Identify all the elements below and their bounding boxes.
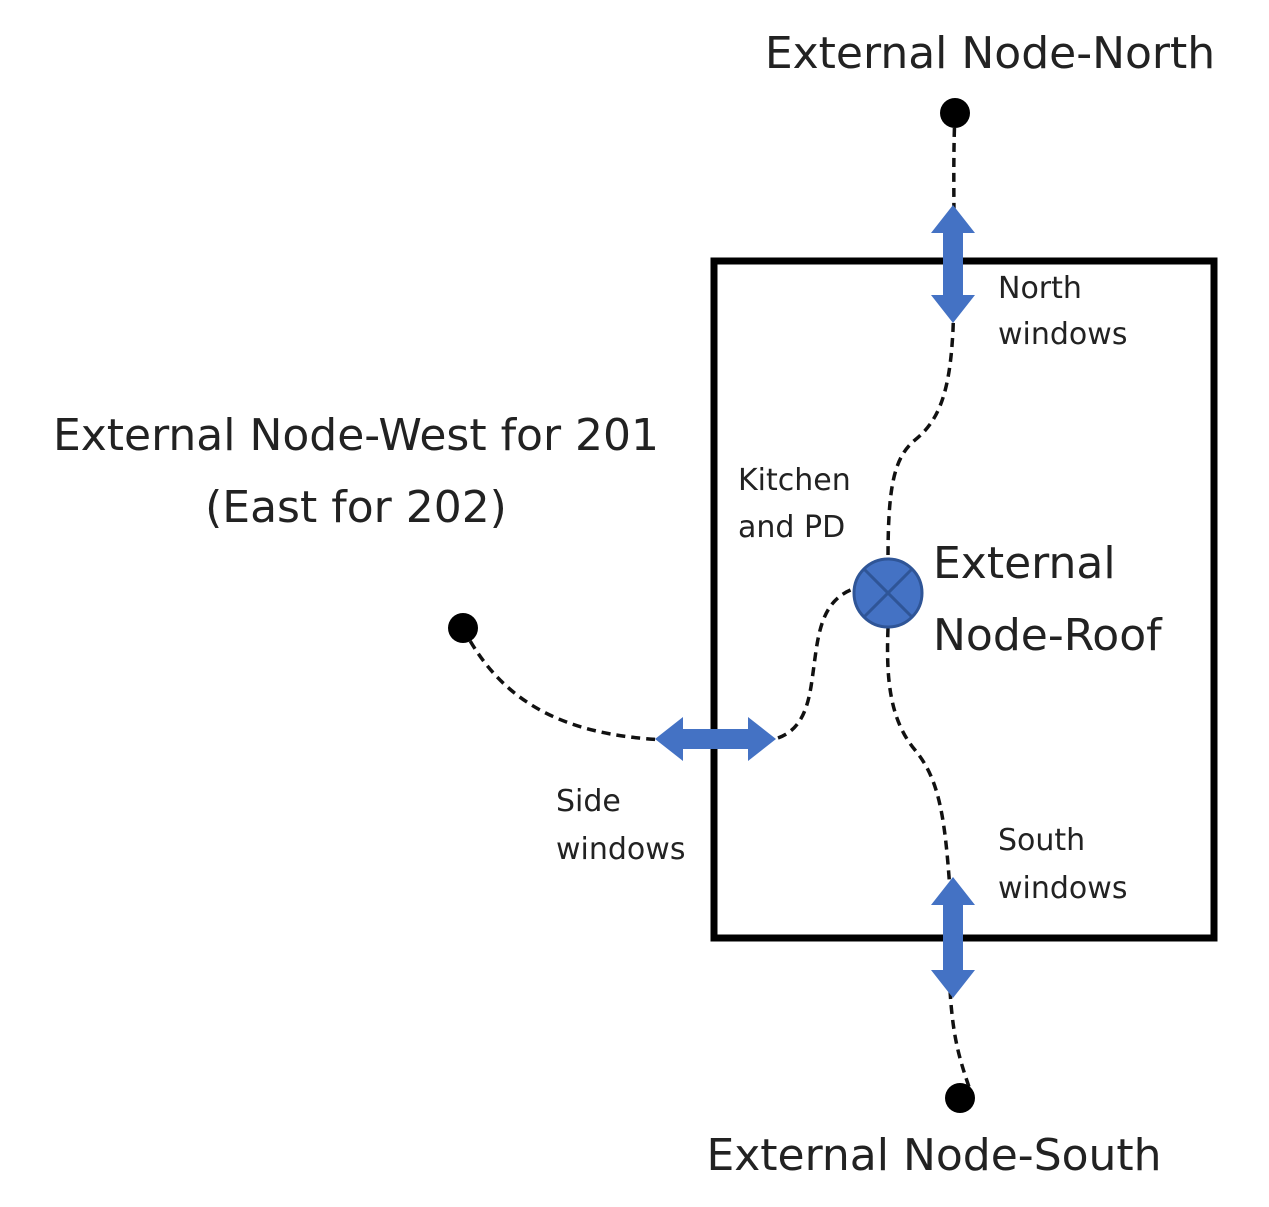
- north-windows-sublabel: windows: [998, 317, 1127, 352]
- building-outline: [710, 257, 1218, 942]
- south-windows-sublabel: windows: [998, 871, 1127, 906]
- north-windows-label: North: [998, 271, 1082, 306]
- west-inner-connection-line: [777, 586, 857, 740]
- west-connection-line: [461, 627, 666, 742]
- external-node-north-dot: [940, 98, 970, 128]
- kitchen-sublabel: and PD: [738, 510, 845, 545]
- north-connection-line: [886, 112, 957, 561]
- south-windows-arrow-icon: [931, 877, 975, 998]
- side-windows-arrow-icon: [655, 717, 776, 761]
- external-node-north-label: External Node-North: [765, 28, 1215, 79]
- external-node-west-label: External Node-West for 201: [53, 410, 659, 461]
- north-windows-arrow-icon: [931, 205, 975, 323]
- external-node-roof-icon: [852, 557, 924, 629]
- south-connection-line: [885, 627, 952, 891]
- south-outer-connection-line: [948, 989, 972, 1091]
- side-windows-label: Side: [556, 784, 621, 819]
- side-windows-sublabel: windows: [556, 832, 685, 867]
- external-node-west-sublabel: (East for 202): [205, 482, 507, 533]
- external-node-south-dot: [945, 1083, 975, 1113]
- external-node-roof-sublabel: Node-Roof: [933, 610, 1163, 661]
- external-node-west-dot: [448, 613, 478, 643]
- kitchen-label: Kitchen: [738, 463, 851, 498]
- external-node-south-label: External Node-South: [706, 1130, 1161, 1181]
- south-windows-label: South: [998, 823, 1085, 858]
- external-node-roof-label: External: [933, 538, 1116, 589]
